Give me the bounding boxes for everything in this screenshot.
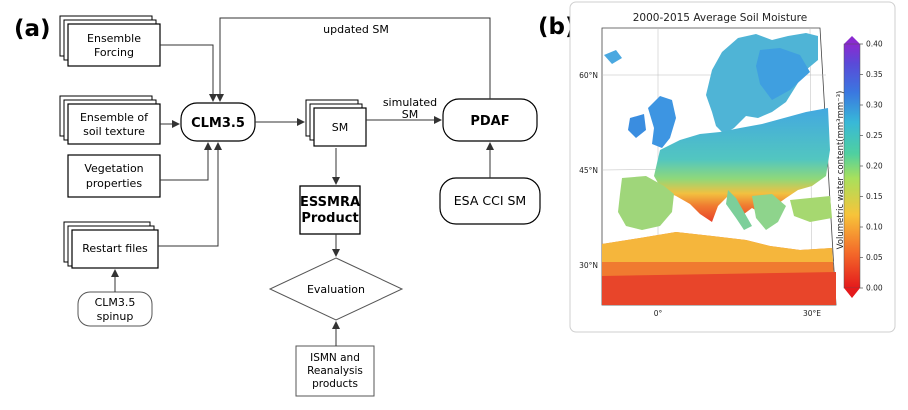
colorbar-tick-label: 0.30	[866, 101, 883, 110]
evaluation-label: Evaluation	[307, 283, 365, 296]
arrow-forcing-to-clm	[160, 44, 217, 102]
pdaf-label: PDAF	[470, 114, 509, 129]
sm-box: SM	[305, 99, 367, 147]
flowchart: Ensemble Forcing Ensemble of soil textur…	[59, 15, 541, 397]
lon-tick-30e: 30°E	[803, 309, 821, 318]
clm-box: CLM3.5	[180, 102, 256, 142]
vegetation-line1: Vegetation	[84, 162, 143, 175]
ismn-box: ISMN and Reanalysis products	[295, 345, 375, 397]
colorbar-tick-label: 0.10	[866, 223, 883, 232]
ensemble-soil-line2: soil texture	[83, 125, 145, 138]
soil-moisture-map-figure: 2000-2015 Average Soil Moisture	[569, 1, 896, 333]
lat-tick-30: 30°N	[579, 261, 598, 270]
ensemble-forcing-line2: Forcing	[94, 46, 134, 59]
esa-cci-label: ESA CCI SM	[454, 193, 526, 208]
panel-b-label: (b)	[538, 14, 576, 40]
colorbar-tick-label: 0.05	[866, 253, 883, 262]
arrow-restart-to-clm	[158, 142, 222, 247]
ensemble-forcing-line1: Ensemble	[87, 32, 141, 45]
map-region-continental-europe	[654, 108, 830, 222]
restart-files-label: Restart files	[82, 242, 148, 255]
colorbar-tick-label: 0.35	[866, 70, 883, 79]
spinup-box: CLM3.5 spinup	[77, 291, 153, 327]
colorbar-tick-label: 0.40	[866, 40, 883, 49]
spinup-line2: spinup	[97, 310, 134, 323]
ensemble-forcing-box: Ensemble Forcing	[59, 15, 161, 67]
simulated-sm-line2: SM	[402, 108, 418, 121]
ismn-line2: Reanalysis	[307, 365, 363, 377]
lat-tick-60: 60°N	[579, 71, 598, 80]
colorbar-label: Volumetric water content(mm³mm⁻³)	[836, 91, 846, 250]
map-plot-area	[601, 27, 837, 306]
colorbar-tick-label: 0.20	[866, 162, 883, 171]
pdaf-box: PDAF	[442, 98, 538, 142]
ensemble-soil-box: Ensemble of soil texture	[59, 95, 161, 145]
restart-files-box: Restart files	[63, 221, 159, 269]
panel-a-label: (a)	[14, 16, 51, 42]
clm-label: CLM3.5	[191, 116, 245, 131]
colorbar-tick-label: 0.25	[866, 131, 883, 140]
colorbar: 0.40 0.35 0.30 0.25 0.20 0.15 0.10 0.05 0.00 Vol…	[836, 36, 883, 298]
map-region-britain	[648, 96, 676, 148]
ismn-line3: products	[312, 378, 358, 390]
lat-tick-45: 45°N	[579, 166, 598, 175]
vegetation-box: Vegetation properties	[67, 154, 161, 198]
ensemble-soil-line1: Ensemble of	[80, 111, 149, 124]
connectors	[111, 17, 494, 346]
ismn-line1: ISMN and	[310, 352, 360, 364]
esa-cci-box: ESA CCI SM	[439, 177, 541, 225]
colorbar-tick-label: 0.00	[866, 284, 883, 293]
essmra-line1: ESSMRA	[300, 195, 360, 210]
vegetation-line2: properties	[86, 177, 142, 190]
arrow-veg-to-clm	[160, 142, 212, 181]
lon-tick-0: 0°	[654, 309, 663, 318]
colorbar-tick-label: 0.15	[866, 192, 883, 201]
evaluation-diamond: Evaluation	[268, 257, 404, 321]
essmra-line2: Product	[301, 211, 358, 226]
map-title: 2000-2015 Average Soil Moisture	[633, 12, 807, 24]
simulated-sm-line1: simulated	[383, 96, 437, 109]
essmra-box: ESSMRA Product	[299, 185, 361, 235]
updated-sm-label: updated SM	[323, 23, 389, 36]
arrow-pdaf-to-clm	[216, 17, 491, 102]
spinup-line1: CLM3.5	[95, 296, 136, 309]
sm-label: SM	[332, 121, 348, 134]
map-region-iberia	[618, 176, 674, 230]
